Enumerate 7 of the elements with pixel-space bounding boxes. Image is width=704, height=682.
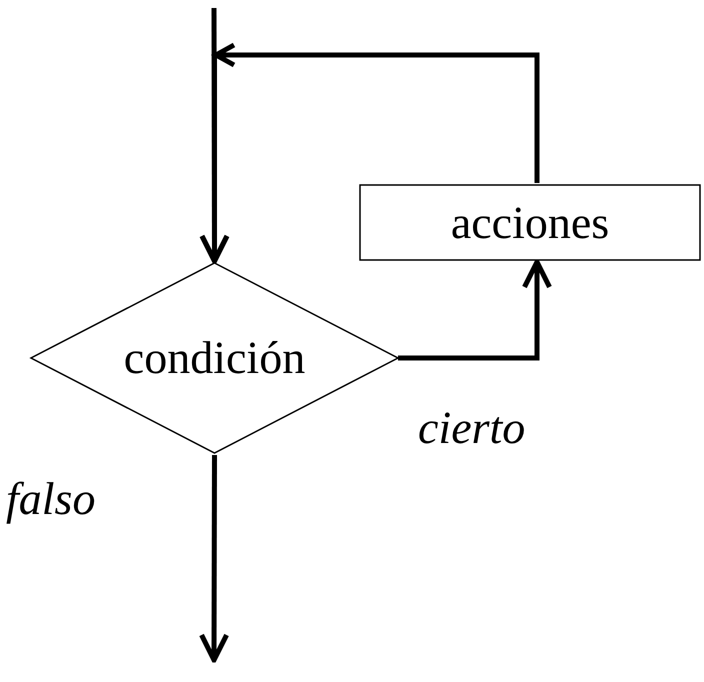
- node-label: condición: [124, 335, 306, 381]
- decision-diamond: [29, 262, 400, 454]
- arrow: [398, 260, 552, 360]
- node-label: acciones: [450, 200, 610, 246]
- arrow: [200, 42, 540, 264]
- process-box: [359, 184, 701, 261]
- arrow: [199, 455, 230, 662]
